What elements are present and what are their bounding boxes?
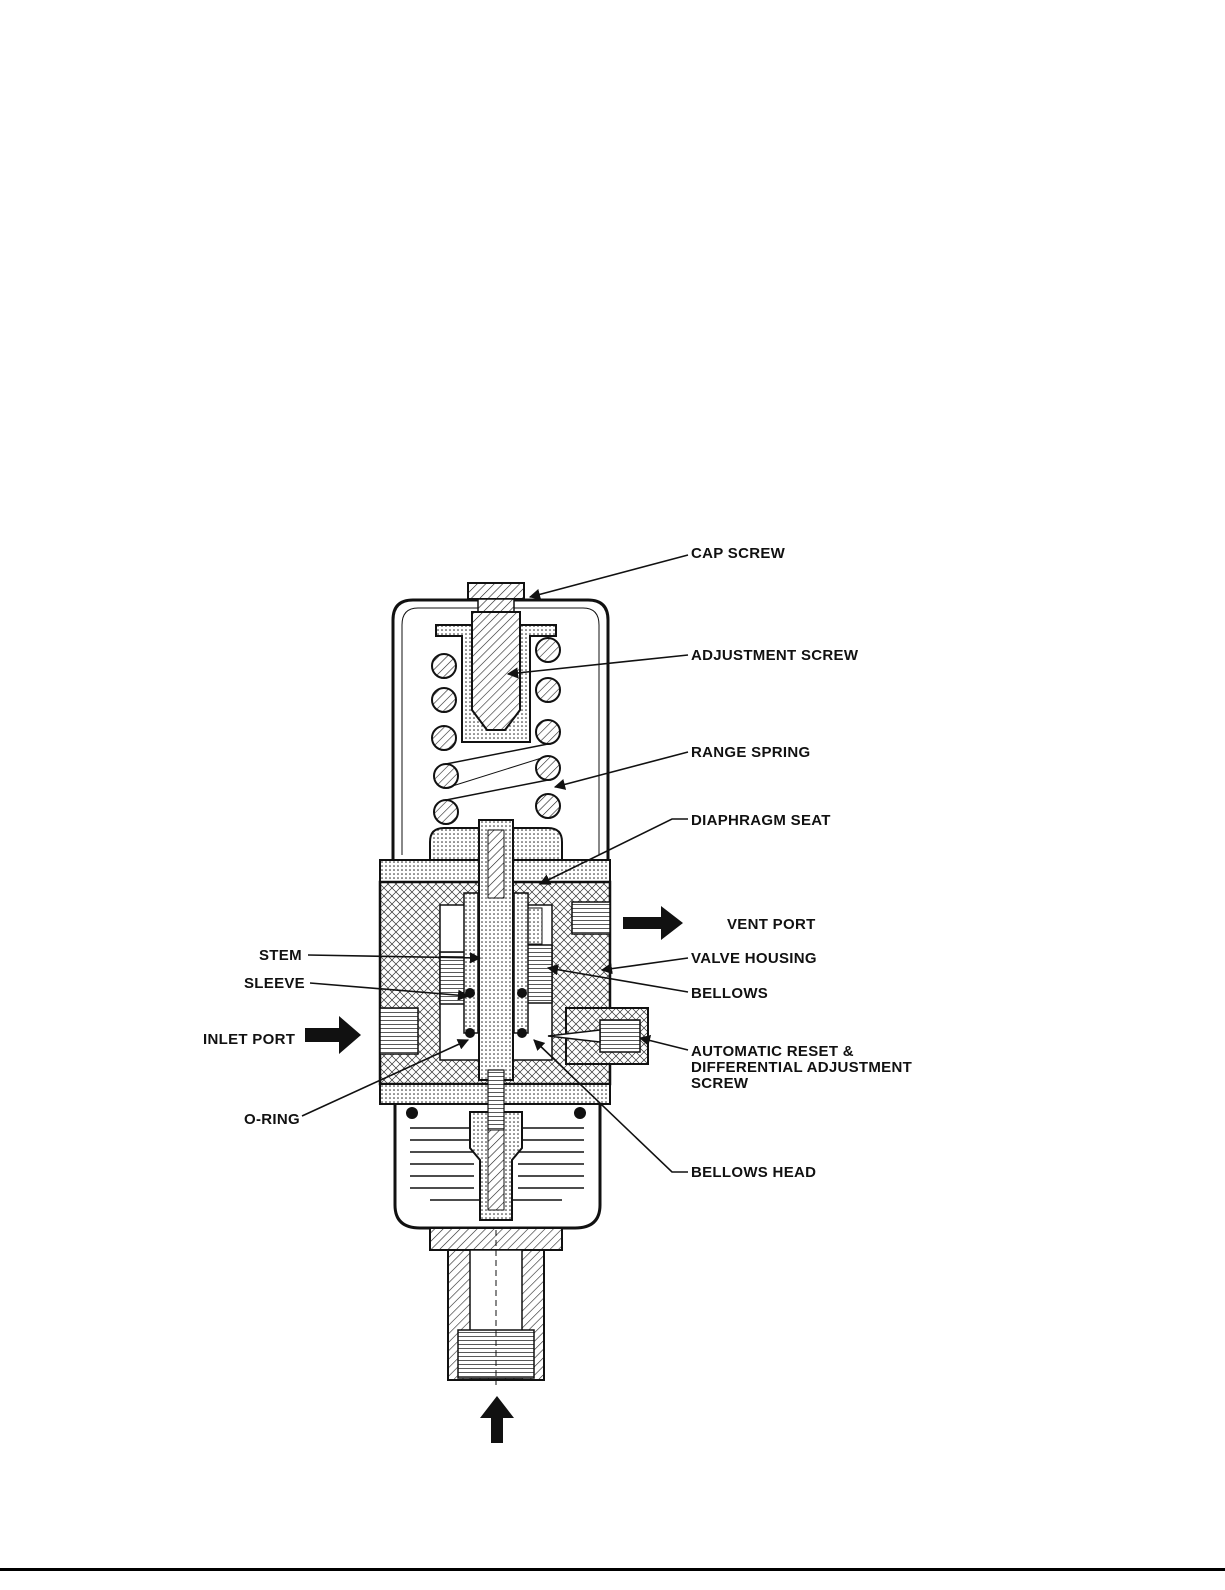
- bottom-inlet-arrow: [480, 1396, 514, 1443]
- label-auto-reset-line3: SCREW: [691, 1075, 749, 1092]
- label-range-spring: RANGE SPRING: [691, 744, 810, 761]
- label-stem: STEM: [259, 947, 302, 964]
- stem-part: [479, 820, 513, 1080]
- page-bottom-rule: [0, 1568, 1225, 1571]
- adjustment-screw-part: [436, 612, 556, 742]
- label-vent-port: VENT PORT: [727, 916, 816, 933]
- label-auto-reset-line1: AUTOMATIC RESET &: [691, 1043, 854, 1060]
- label-valve-housing: VALVE HOUSING: [691, 950, 817, 967]
- label-bellows-head: BELLOWS HEAD: [691, 1164, 816, 1181]
- label-bellows: BELLOWS: [691, 985, 768, 1002]
- label-inlet-port: INLET PORT: [203, 1031, 295, 1048]
- label-adjustment-screw: ADJUSTMENT SCREW: [691, 647, 859, 664]
- label-diaphragm-seat: DIAPHRAGM SEAT: [691, 812, 831, 829]
- label-cap-screw: CAP SCREW: [691, 545, 786, 562]
- inlet-fitting: [430, 1228, 562, 1385]
- label-sleeve: SLEEVE: [244, 975, 305, 992]
- inlet-port-arrow: [305, 1016, 361, 1054]
- vent-port-arrow: [623, 906, 683, 940]
- label-o-ring: O-RING: [244, 1111, 300, 1128]
- label-auto-reset-line2: DIFFERENTIAL ADJUSTMENT: [691, 1059, 912, 1076]
